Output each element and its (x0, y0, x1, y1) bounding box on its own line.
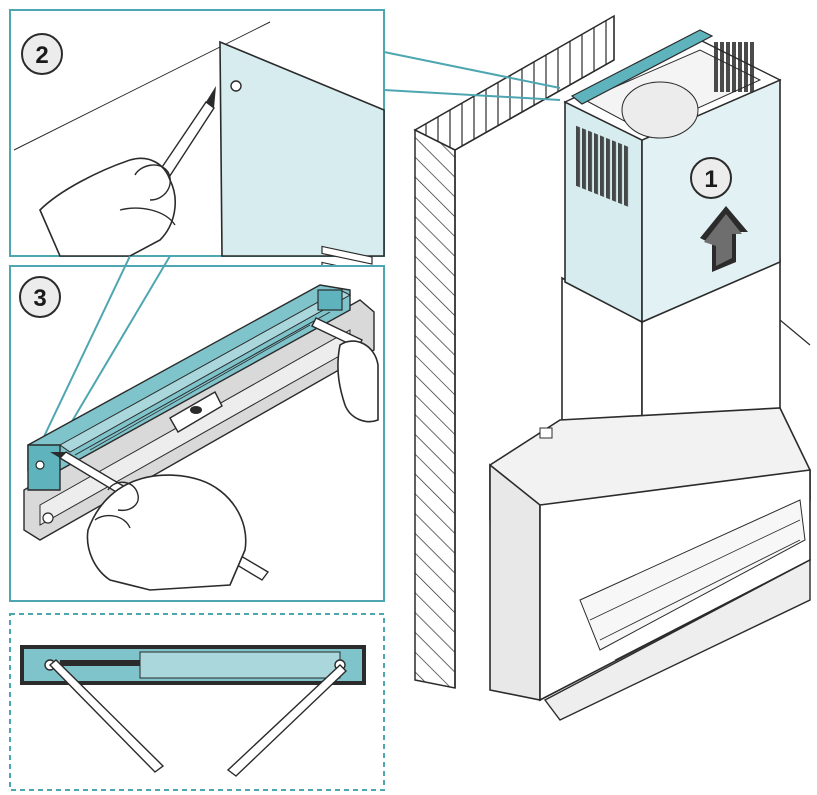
range-hood (489, 407, 811, 721)
panel-bracket-detail (9, 613, 385, 791)
hand-icon (39, 157, 176, 257)
step-number: 2 (35, 42, 48, 69)
up-arrow-icon (700, 206, 748, 272)
panel-step-3: 3 (9, 255, 385, 602)
step-3-badge: 3 (19, 276, 61, 318)
step-number: 1 (704, 166, 717, 193)
panel-step-2: 2 (9, 9, 385, 313)
upper-chimney (563, 29, 782, 324)
hand-icon (86, 474, 247, 591)
pencil-icon (226, 664, 348, 777)
spirit-level-icon (169, 391, 223, 433)
step-1-badge: 1 (690, 157, 732, 199)
pencil-icon (48, 659, 165, 773)
step-number: 3 (33, 285, 46, 312)
hood-scene: 1 (383, 14, 811, 721)
wall-bracket (27, 284, 352, 491)
step-2-badge: 2 (21, 33, 63, 75)
hand-icon (337, 340, 379, 423)
wall-bracket (20, 645, 366, 685)
wall (413, 14, 615, 689)
